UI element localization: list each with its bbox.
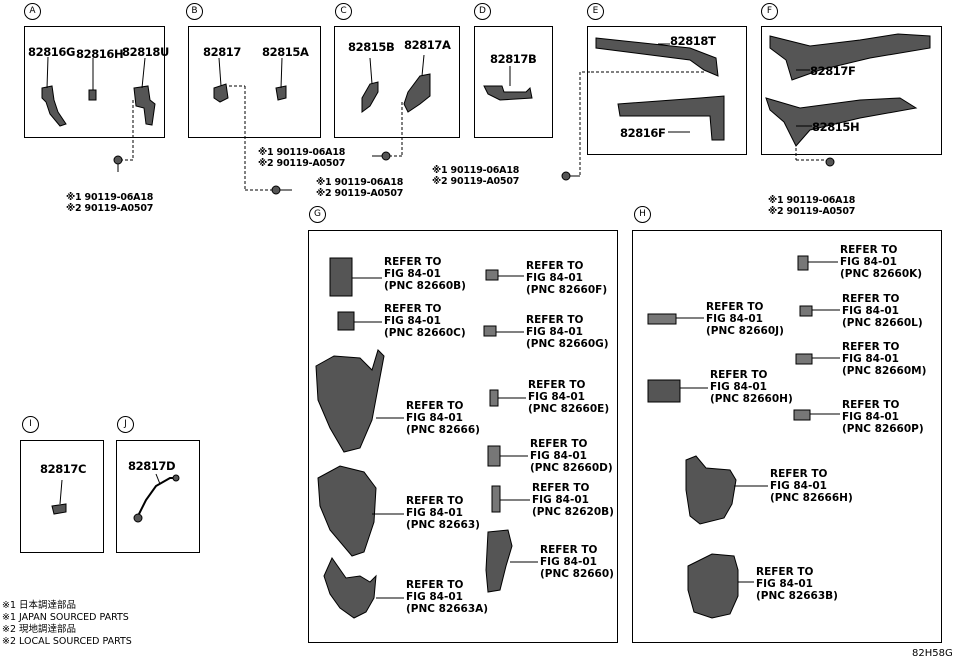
bolt-a-icon xyxy=(113,155,123,165)
section-i-box xyxy=(20,440,104,553)
part-label-82817: 82817 xyxy=(203,45,242,59)
part-label-82817f: 82817F xyxy=(810,64,856,78)
part-82660b-shape xyxy=(329,257,353,297)
section-h-marker: H xyxy=(634,206,651,223)
part-label-82817a: 82817A xyxy=(404,38,451,52)
section-e-marker: E xyxy=(587,3,604,20)
section-h-box xyxy=(632,230,942,643)
part-82818t-shape xyxy=(595,37,719,77)
part-82660d-shape xyxy=(487,445,501,467)
part-label-82816f: 82816F xyxy=(620,126,666,140)
section-d-marker: D xyxy=(474,3,491,20)
part-82815h-shape xyxy=(765,97,918,147)
part-82817d-shape xyxy=(133,513,143,523)
bolt-e-icon xyxy=(561,171,571,181)
section-d-box xyxy=(474,26,553,138)
part-82660m-shape xyxy=(795,353,813,365)
bolt-f-icon xyxy=(825,157,835,167)
part-82817c-shape xyxy=(51,503,67,515)
part-82663a-shape xyxy=(323,556,377,619)
part-label-82816g: 82816G xyxy=(28,45,76,59)
note-b-upper: ※1 90119-06A18※2 90119-A0507 xyxy=(258,147,346,169)
part-label-82817d: 82817D xyxy=(128,459,176,473)
part-label-82815h: 82815H xyxy=(812,120,860,134)
section-g-marker: G xyxy=(309,206,326,223)
bolt-c-icon xyxy=(381,151,391,161)
note-e: ※1 90119-06A18※2 90119-A0507 xyxy=(432,165,520,187)
part-82816f-shape xyxy=(617,95,725,141)
section-b-marker: B xyxy=(186,3,203,20)
part-82663b-shape xyxy=(687,553,739,619)
part-82818u-shape xyxy=(133,85,156,126)
part-82660k-shape xyxy=(797,255,809,271)
section-c-box xyxy=(334,26,460,138)
part-label-82816h: 82816H xyxy=(76,47,124,61)
part-82660-shape xyxy=(485,529,513,593)
part-label-82818t: 82818T xyxy=(670,34,716,48)
part-82660e-shape xyxy=(489,389,499,407)
bolt-b-icon xyxy=(271,185,281,195)
part-82666h-shape xyxy=(685,455,737,525)
note-b-lower: ※1 90119-06A18※2 90119-A0507 xyxy=(316,177,404,199)
section-b-box xyxy=(188,26,321,138)
section-j-marker: J xyxy=(117,416,134,433)
part-82660l-shape xyxy=(799,305,813,317)
part-82660p-shape xyxy=(793,409,811,421)
part-82816h-shape xyxy=(88,89,97,101)
part-82663-shape xyxy=(317,465,377,557)
sourcing-legend: ※1 日本調達部品 ※1 JAPAN SOURCED PARTS ※2 現地調達… xyxy=(2,600,132,647)
part-82817-shape xyxy=(213,83,229,103)
part-label-82817b: 82817B xyxy=(490,52,537,66)
part-82660g-shape xyxy=(483,325,497,337)
part-82817b-shape xyxy=(483,85,533,101)
part-82660h-shape xyxy=(647,379,681,403)
figure-code: 82H58G xyxy=(912,648,953,659)
part-82816g-shape xyxy=(41,85,67,127)
section-c-marker: C xyxy=(335,3,352,20)
part-82660f-shape xyxy=(485,269,499,281)
section-j-box xyxy=(116,440,200,553)
section-f-marker: F xyxy=(761,3,778,20)
part-label-82817c: 82817C xyxy=(40,462,87,476)
section-a-marker: A xyxy=(24,3,41,20)
part-82817a-shape xyxy=(403,73,431,113)
part-82660c-shape xyxy=(337,311,355,331)
part-82815a-shape xyxy=(275,85,287,101)
part-82660j-shape xyxy=(647,313,677,325)
part-82817f-shape xyxy=(769,33,931,81)
part-82620b-shape xyxy=(491,485,501,513)
note-a: ※1 90119-06A18※2 90119-A0507 xyxy=(66,192,154,214)
section-a-box xyxy=(24,26,165,138)
part-82815b-shape xyxy=(361,81,379,113)
part-label-82818u: 82818U xyxy=(122,45,169,59)
note-f: ※1 90119-06A18※2 90119-A0507 xyxy=(768,195,856,217)
part-82666-shape xyxy=(315,349,385,453)
part-label-82815a: 82815A xyxy=(262,45,309,59)
section-i-marker: I xyxy=(22,416,39,433)
part-label-82815b: 82815B xyxy=(348,40,395,54)
